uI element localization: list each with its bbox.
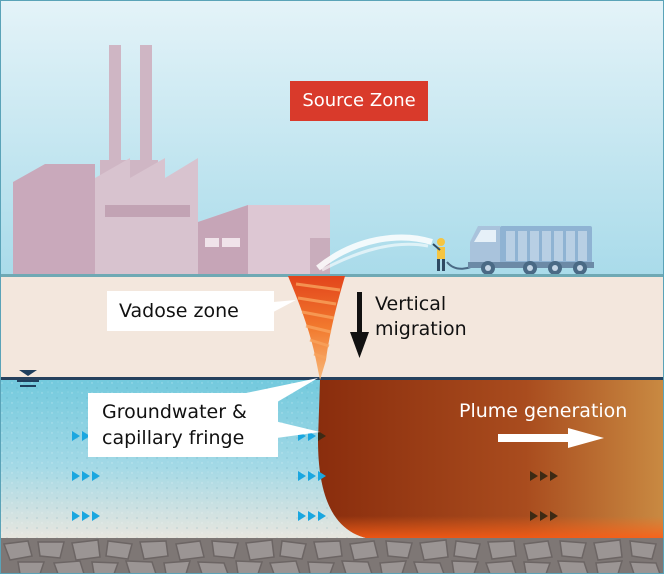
groundwater-line-2: capillary fringe <box>102 427 245 449</box>
ground-surface <box>0 274 664 277</box>
worker-icon <box>432 238 445 271</box>
factory-icon <box>13 45 330 275</box>
flow-arrow-icon <box>72 431 326 521</box>
bedrock-stones <box>2 539 661 574</box>
plume-generation-label: Plume generation <box>459 400 628 422</box>
vertical-migration-label: Vertical migration <box>375 292 467 342</box>
water-table-icon <box>17 370 39 387</box>
water-table-line <box>0 377 664 380</box>
vertical-migration-line-2: migration <box>375 318 467 340</box>
flow-arrow-icon <box>318 431 558 521</box>
down-arrow-icon <box>350 292 369 358</box>
groundwater-label: Groundwater & capillary fringe <box>88 393 278 457</box>
source-zone-label: Source Zone <box>290 81 428 121</box>
groundwater-line-1: Groundwater & <box>102 401 247 423</box>
vadose-zone-label: Vadose zone <box>107 291 274 331</box>
truck-icon <box>468 226 594 275</box>
vertical-migration-line-1: Vertical <box>375 293 447 315</box>
spray-stream <box>316 234 433 271</box>
plume-arrow-icon <box>498 428 604 448</box>
